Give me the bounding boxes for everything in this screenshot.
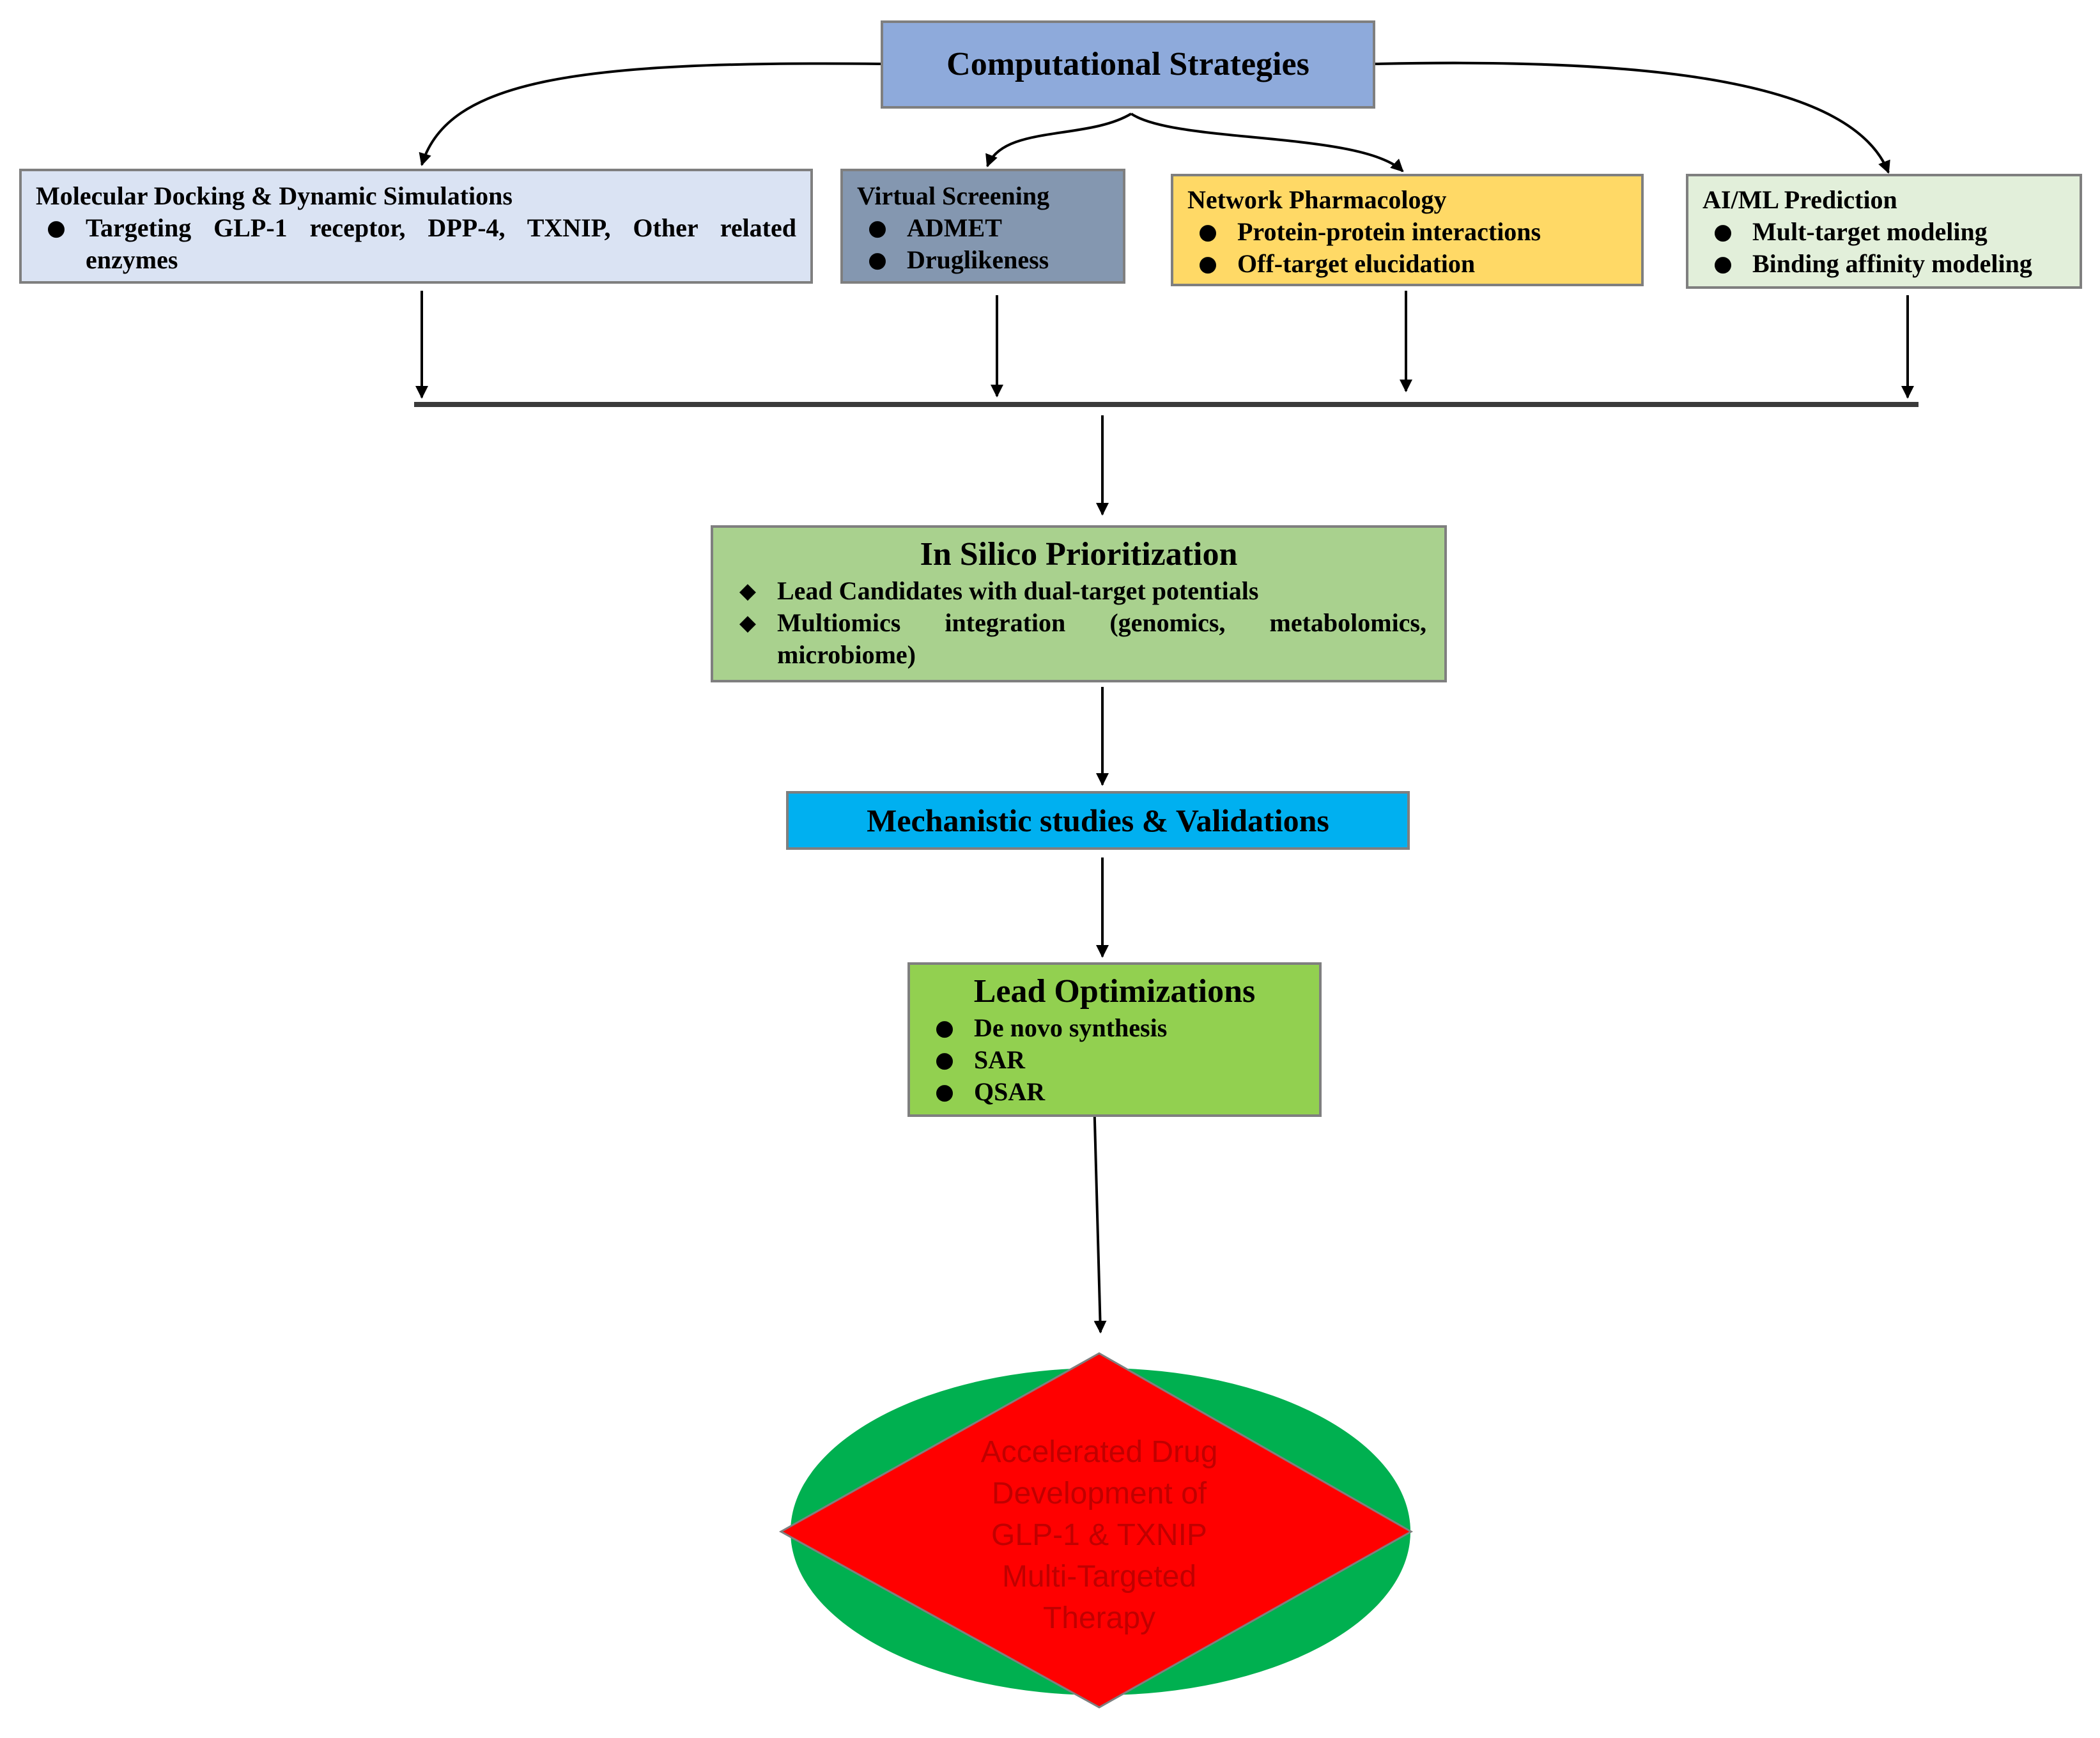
docking-title: Molecular Docking & Dynamic Simulations: [36, 181, 513, 210]
aiml-bullet-2: ●Binding affinity modeling: [1688, 248, 2080, 280]
arrow-optimization-to-outcome: [1093, 1097, 1107, 1334]
outcome-line-3: GLP-1 & TXNIP: [991, 1518, 1207, 1552]
bullet-dot-icon: ●: [47, 215, 66, 241]
bullet-dot-icon: ●: [935, 1015, 954, 1041]
root-title: Computational Strategies: [946, 46, 1309, 82]
docking-bullet-1: ● Targeting GLP-1 receptor, DPP-4, TXNIP…: [22, 212, 796, 276]
arrow-root-to-network: [1130, 112, 1404, 173]
bullet-dot-icon: ●: [1198, 251, 1217, 277]
bullet-dot-icon: ●: [868, 247, 887, 273]
bullet-dot-icon: ●: [868, 215, 887, 241]
network-title: Network Pharmacology: [1187, 185, 1447, 214]
network-bullet-2: ●Off-target elucidation: [1173, 248, 1641, 280]
bullet-dot-icon: ●: [1198, 219, 1217, 245]
aiml-prediction-box: AI/ML Prediction ●Mult-target modeling ●…: [1686, 174, 2082, 289]
optimization-bullet-1: ●De novo synthesis: [910, 1012, 1319, 1044]
bullet-dot-icon: ●: [935, 1079, 954, 1105]
bullet-dot-icon: ●: [935, 1047, 954, 1073]
optimization-bullet-2: ●SAR: [910, 1044, 1319, 1076]
bullet-dot-icon: ●: [1713, 219, 1733, 245]
bullet-dot-icon: ●: [1713, 251, 1733, 277]
aiml-title: AI/ML Prediction: [1702, 185, 1897, 214]
mechanistic-validation-box: Mechanistic studies & Validations: [786, 791, 1410, 850]
diamond-bullet-icon: ◆: [739, 578, 757, 604]
lead-optimization-box: Lead Optimizations ●De novo synthesis ●S…: [907, 962, 1322, 1117]
screening-bullet-1: ●ADMET: [843, 212, 1123, 244]
outcome-line-4: Multi-Targeted: [1001, 1560, 1197, 1594]
aiml-bullet-1: ●Mult-target modeling: [1688, 216, 2080, 248]
outcome-line-1: Accelerated Drug: [980, 1435, 1218, 1469]
arrow-root-to-docking: [419, 62, 881, 166]
root-computational-strategies-box: Computational Strategies: [881, 20, 1375, 109]
network-pharmacology-box: Network Pharmacology ●Protein-protein in…: [1171, 174, 1644, 286]
outcome-text: Accelerated Drug Development of GLP-1 & …: [939, 1431, 1259, 1639]
network-bullet-1: ●Protein-protein interactions: [1173, 216, 1641, 248]
optimization-bullet-3: ●QSAR: [910, 1076, 1319, 1108]
screening-bullet-2: ●Druglikeness: [843, 244, 1123, 276]
optimization-title: Lead Optimizations: [973, 973, 1256, 1010]
prioritization-box: In Silico Prioritization ◆ Lead Candidat…: [711, 525, 1447, 682]
outcome-line-2: Development of: [991, 1477, 1207, 1511]
outcome-diamond: [778, 1352, 1414, 1709]
prioritization-bullet-2: ◆ Multiomics integration (genomics, meta…: [713, 607, 1426, 671]
arrow-root-to-aiml: [1375, 61, 1890, 174]
mechanistic-title: Mechanistic studies & Validations: [867, 803, 1329, 838]
prioritization-bullet-1: ◆ Lead Candidates with dual-target poten…: [713, 575, 1426, 607]
outcome-line-5: Therapy: [1042, 1601, 1156, 1635]
virtual-screening-box: Virtual Screening ●ADMET ●Druglikeness: [840, 169, 1125, 284]
arrow-root-to-screening: [985, 112, 1132, 167]
diamond-bullet-icon: ◆: [739, 610, 757, 636]
prioritization-title: In Silico Prioritization: [920, 536, 1238, 573]
screening-title: Virtual Screening: [857, 181, 1050, 210]
docking-simulations-box: Molecular Docking & Dynamic Simulations …: [19, 169, 813, 284]
